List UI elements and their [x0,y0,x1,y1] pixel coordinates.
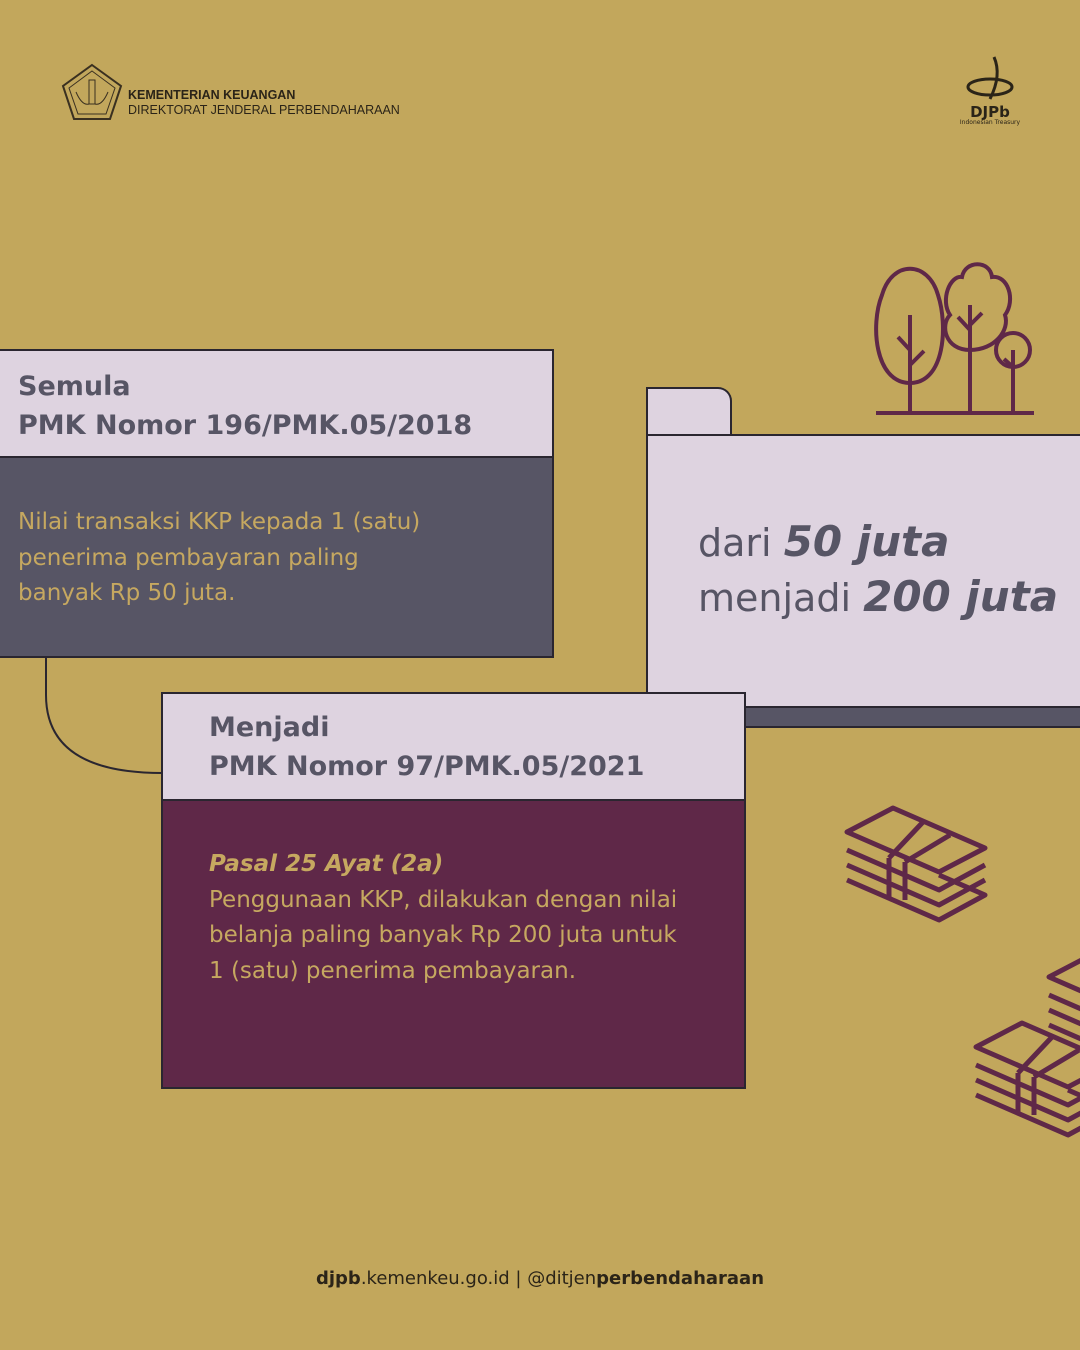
after-text: Penggunaan KKP, dilakukan dengan nilai b… [209,886,678,984]
footer-separator: | [509,1268,528,1289]
to-value: 200 juta [863,572,1059,621]
from-value: 50 juta [783,517,950,566]
kemenkeu-logo-icon [61,63,123,120]
before-card: Semula PMK Nomor 196/PMK.05/2018 Nilai t… [0,349,554,658]
before-regulation: PMK Nomor 196/PMK.05/2018 [18,410,473,441]
money-stack-icon [843,800,993,925]
after-article: Pasal 25 Ayat (2a) [209,851,444,877]
connector-line [45,657,163,774]
trees-icon [874,262,1034,415]
footer-handle-prefix[interactable]: @ditjen [527,1268,597,1289]
after-card: Menjadi PMK Nomor 97/PMK.05/2021 Pasal 2… [161,692,746,1089]
organization-name: KEMENTERIAN KEUANGAN DIREKTORAT JENDERAL… [128,88,400,118]
footer-site-rest[interactable]: .kemenkeu.go.id [360,1268,510,1289]
summary-text: dari 50 juta menjadi 200 juta [698,515,1058,625]
money-stack-icon [972,1015,1080,1140]
after-regulation: PMK Nomor 97/PMK.05/2021 [209,751,645,782]
djpb-logo-icon [966,56,1014,100]
to-prefix: menjadi [698,576,852,620]
from-prefix: dari [698,521,772,565]
folder-tab [646,387,732,437]
before-text: Nilai transaksi KKP kepada 1 (satu) pene… [0,458,552,656]
footer-site-bold[interactable]: djpb [315,1268,361,1289]
djpb-logo-text: DJPb [970,103,1010,121]
summary-folder [646,434,1080,708]
org-line1: KEMENTERIAN KEUANGAN [128,88,296,102]
djpb-logo-subtext: Indonesian Treasury [959,119,1021,126]
footer-handle-bold[interactable]: perbendaharaan [596,1268,765,1289]
djpb-logo: DJPb Indonesian Treasury [950,55,1030,126]
after-label: Menjadi [209,712,330,743]
org-line2: DIREKTORAT JENDERAL PERBENDAHARAAN [128,103,400,117]
before-label: Semula [18,371,131,402]
footer: djpb.kemenkeu.go.id | @ditjenperbendahar… [0,1268,1080,1289]
